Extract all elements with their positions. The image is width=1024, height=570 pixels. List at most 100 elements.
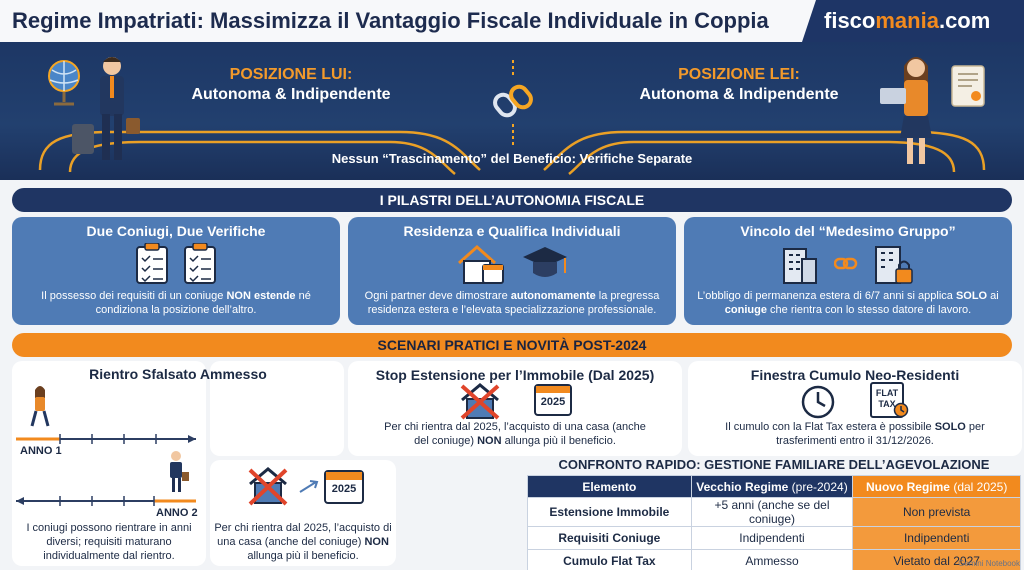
pillar-card-2: Residenza e Qualifica Individuali Ogni p… [348, 217, 676, 325]
scenario-finestra-text-c: per trasferimenti entro il 31/12/2026. [776, 421, 985, 447]
scenario-stop-card: Stop Estensione per l’Immobile (Dal 2025… [348, 361, 682, 456]
building-lock-icon [875, 246, 913, 284]
header-nuovo-a: Nuovo Regime [865, 479, 950, 494]
scenario-stop-text-a: Per chi rientra dal 2025, l’acquisto di … [384, 421, 646, 447]
arrow-right-icon [299, 480, 319, 493]
timeline-year-1: ANNO 1 [20, 445, 62, 457]
row-3-element: Cumulo Flat Tax [527, 549, 692, 570]
scenario-rientro-title: Rientro Sfalsato Ammesso [89, 366, 267, 382]
pillar-1-text: Il possesso dei requisiti di un coniuge … [22, 289, 330, 317]
pillar-2-text-c: la pregressa residenza estera e l’elevat… [367, 290, 660, 316]
scenario-stop-text-c: allunga più il beneficio. [501, 435, 616, 447]
calendar-2025-icon-2: 2025 [534, 384, 572, 416]
row-1-new: Non prevista [852, 497, 1021, 527]
crossed-house-icon [248, 467, 288, 506]
pillar-1-title: Due Coniugi, Due Verifiche [86, 223, 266, 239]
house-calendar-icon [458, 244, 504, 284]
pillar-3-text-c: ai [987, 290, 999, 302]
row-2-old: Indipendenti [690, 526, 854, 550]
timeline-year-2: ANNO 2 [156, 507, 198, 519]
clipboard-checklist-icon-2 [184, 243, 216, 284]
page-title: Regime Impatriati: Massimizza il Vantagg… [12, 8, 769, 33]
certificate-icon [951, 65, 985, 107]
scenario-stop-title: Stop Estensione per l’Immobile (Dal 2025… [375, 367, 655, 383]
row-3-new: Vietato dal 2027 [852, 549, 1021, 570]
header-nuovo-regime: Nuovo Regime (dal 2025) [852, 475, 1021, 498]
scenario-finestra-card: Finestra Cumulo Neo-Residenti [688, 361, 1022, 456]
timeline-graphic [16, 386, 196, 506]
header-vecchio-regime: Vecchio Regime (pre-2024) [690, 475, 854, 498]
pillar-3-text-d: coniuge [724, 304, 767, 316]
position-lui: POSIZIONE LUI: Autonoma & Indipendente [176, 66, 406, 104]
row-3-old: Ammesso [690, 549, 854, 570]
position-lui-label: POSIZIONE LUI: [229, 66, 353, 83]
broken-chain-icon [493, 60, 533, 148]
scenario-rientro-extension [210, 361, 344, 456]
scenario-stop-dup-text: Per chi rientra dal 2025, l’acquisto di … [214, 521, 392, 563]
brand-logo: fiscomania.com [802, 0, 1024, 42]
pillar-3-text-a: L’obbligo di permanenza estera di 6/7 an… [697, 290, 956, 302]
comparison-title: CONFRONTO RAPIDO: GESTIONE FAMILIARE DEL… [558, 457, 990, 472]
office-building-icon [783, 248, 817, 284]
row-2-element: Requisiti Coniuge [527, 526, 692, 550]
scenario-finestra-text-a: Il cumulo con la Flat Tax estera è possi… [725, 421, 935, 433]
scenario-stop-text-b: NON [477, 435, 502, 447]
hero-panel: POSIZIONE LUI: Autonoma & Indipendente P… [0, 42, 1024, 180]
flat-tax-label-a: FLAT [875, 388, 899, 398]
pillar-1-text-b: NON estende [226, 290, 296, 302]
brand-part-3: .com [938, 8, 991, 33]
row-1-element: Estensione Immobile [527, 497, 692, 527]
clock-icon [801, 385, 835, 419]
table-row: Requisiti Coniuge Indipendenti Indipende… [527, 526, 1021, 550]
scenario-stop-dup-text-c: allunga più il beneficio. [247, 550, 359, 562]
comparison-table: Elemento Vecchio Regime (pre-2024) Nuovo… [527, 475, 1021, 570]
scenario-finestra-text: Il cumulo con la Flat Tax estera è possi… [718, 420, 992, 448]
hero-subtitle: Nessun “Trascinamento” del Beneficio: Ve… [331, 151, 693, 166]
pillar-3-title: Vincolo del “Medesimo Gruppo” [740, 223, 956, 239]
woman-professional-icon [880, 57, 932, 164]
scenario-stop-dup-card [210, 460, 396, 566]
brand-part-2: mania [875, 8, 939, 33]
position-lei: POSIZIONE LEI: Autonoma & Indipendente [624, 66, 854, 104]
mini-clock-icon [893, 402, 909, 418]
globe-icon [48, 60, 80, 106]
calendar-2025-label-2: 2025 [540, 396, 566, 408]
position-lui-value: Autonoma & Indipendente [191, 86, 391, 103]
scenario-finestra-title: Finestra Cumulo Neo-Residenti [750, 367, 960, 383]
header-vecchio-a: Vecchio Regime [696, 479, 789, 494]
pillar-1-text-c: né condiziona la posizione dell’altro. [95, 290, 311, 316]
scenarios-banner: SCENARI PRATICI E NOVITÀ POST-2024 [12, 333, 1012, 357]
chain-link-icon [834, 257, 858, 270]
pillar-3-text: L’obbligo di permanenza estera di 6/7 an… [694, 289, 1002, 317]
calendar-2025-icon: 2025 [324, 470, 364, 504]
header-bar: Regime Impatriati: Massimizza il Vantagg… [0, 0, 1024, 42]
pillar-3-text-e: che rientra con lo stesso datore di lavo… [766, 304, 972, 316]
table-row: Estensione Immobile +5 anni (anche se de… [527, 497, 1021, 527]
flat-tax-label-b: TAX [878, 399, 896, 409]
pillar-1-text-a: Il possesso dei requisiti di un coniuge [41, 290, 227, 302]
man-traveler-icon [72, 57, 140, 160]
header-elemento: Elemento [527, 475, 692, 498]
header-vecchio-b: (pre-2024) [788, 479, 848, 494]
scenario-stop-text: Per chi rientra dal 2025, l’acquisto di … [384, 420, 646, 448]
row-2-new: Indipendenti [852, 526, 1021, 550]
graduation-cap-icon [523, 247, 567, 277]
row-1-old: +5 anni (anche se del coniuge) [690, 497, 854, 527]
clipboard-checklist-icon [136, 243, 168, 284]
pillar-3-text-b: SOLO [955, 290, 988, 302]
scenario-rientro-text: I coniugi possono rientrare in anni dive… [26, 522, 192, 562]
pillar-2-title: Residenza e Qualifica Individuali [403, 223, 621, 239]
scenario-stop-dup-text-a: Per chi rientra dal 2025, l’acquisto di … [214, 522, 392, 548]
header-nuovo-b: (dal 2025) [949, 479, 1008, 494]
man-walking-icon [170, 451, 189, 492]
position-lei-value: Autonoma & Indipendente [639, 86, 839, 103]
brand-part-1: fisco [824, 8, 876, 33]
scenario-stop-dup-text-b: NON [364, 536, 389, 548]
pillar-2-text-a: Ogni partner deve dimostrare [364, 290, 511, 302]
pillar-2-text: Ogni partner deve dimostrare autonomamen… [358, 289, 666, 317]
watermark: Gemini Notebook [958, 559, 1020, 568]
pillar-2-text-b: autonomamente [510, 290, 596, 302]
position-lei-label: POSIZIONE LEI: [678, 66, 800, 83]
scenario-finestra-text-b: SOLO [934, 421, 966, 433]
woman-walking-icon [30, 386, 50, 427]
